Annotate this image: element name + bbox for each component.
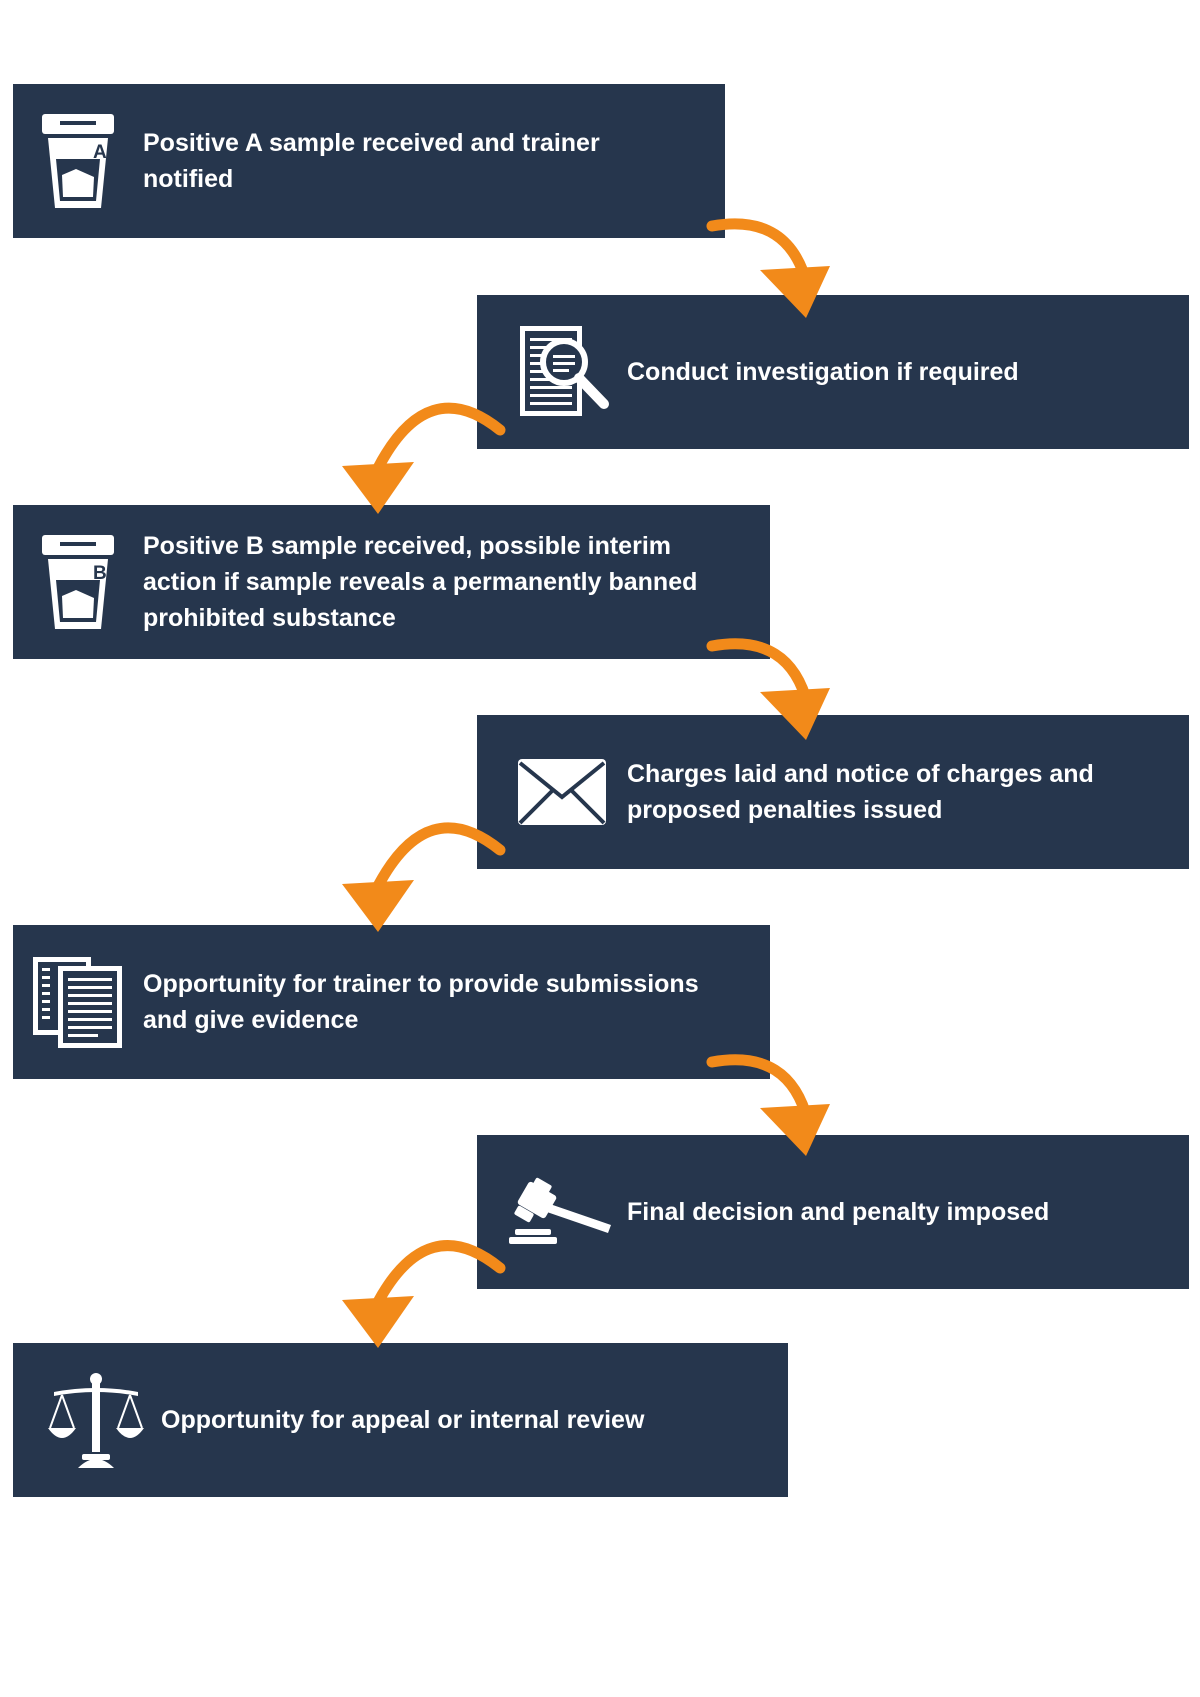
- step-1-box: A Positive A sample received and trainer…: [13, 84, 725, 238]
- documents-icon: [13, 925, 143, 1079]
- document-magnifier-icon: [497, 295, 627, 449]
- step-5-text: Opportunity for trainer to provide submi…: [143, 970, 699, 1034]
- step-7-text: Opportunity for appeal or internal revie…: [161, 1406, 645, 1434]
- scales-of-justice-icon: [31, 1343, 161, 1497]
- step-4-text: Charges laid and notice of charges and p…: [627, 760, 1094, 824]
- svg-text:B: B: [93, 563, 107, 584]
- sample-cup-a-icon: A: [13, 84, 143, 238]
- step-2-box: Conduct investigation if required: [477, 295, 1189, 449]
- step-1-text: Positive A sample received and trainer n…: [143, 129, 600, 193]
- envelope-icon: [497, 715, 627, 869]
- step-3-text: Positive B sample received, possible int…: [143, 532, 698, 632]
- svg-text:A: A: [93, 142, 107, 163]
- sample-cup-b-icon: B: [13, 505, 143, 659]
- gavel-icon: [497, 1135, 627, 1289]
- step-3-box: B Positive B sample received, possible i…: [13, 505, 770, 659]
- step-5-box: Opportunity for trainer to provide submi…: [13, 925, 770, 1079]
- step-7-box: Opportunity for appeal or internal revie…: [13, 1343, 788, 1497]
- step-4-box: Charges laid and notice of charges and p…: [477, 715, 1189, 869]
- step-6-text: Final decision and penalty imposed: [627, 1198, 1050, 1226]
- step-6-box: Final decision and penalty imposed: [477, 1135, 1189, 1289]
- step-2-text: Conduct investigation if required: [627, 358, 1019, 386]
